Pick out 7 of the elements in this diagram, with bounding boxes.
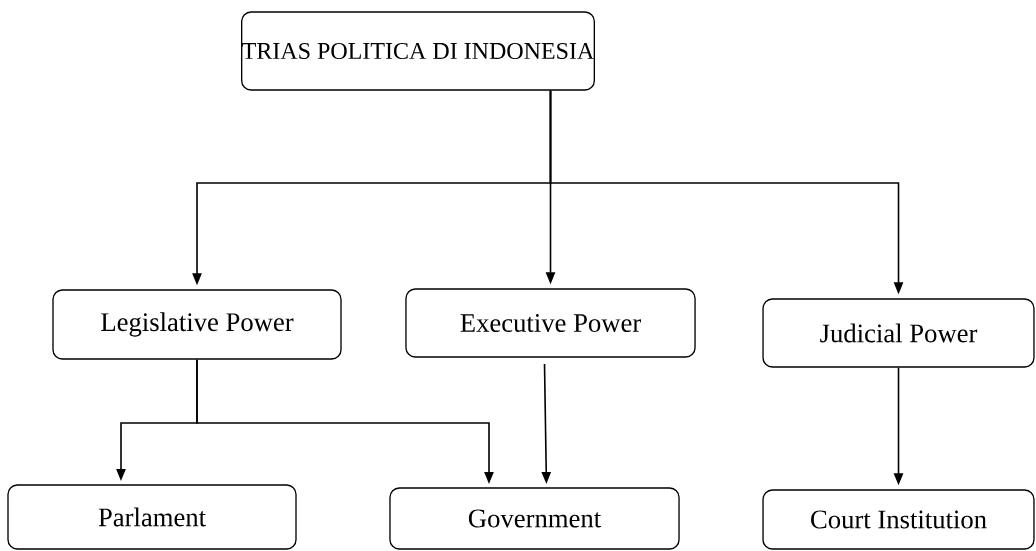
title-box: TRIAS POLITICA DI INDONESIA: [241, 11, 595, 91]
process-box: Judicial Power: [762, 298, 1035, 368]
process-box: Executive Power: [405, 288, 696, 358]
process-box: Parlament: [7, 484, 297, 550]
process-box: Legislative Power: [52, 289, 342, 360]
process-box: Court Institution: [762, 489, 1035, 550]
process-box: Government: [389, 487, 680, 550]
